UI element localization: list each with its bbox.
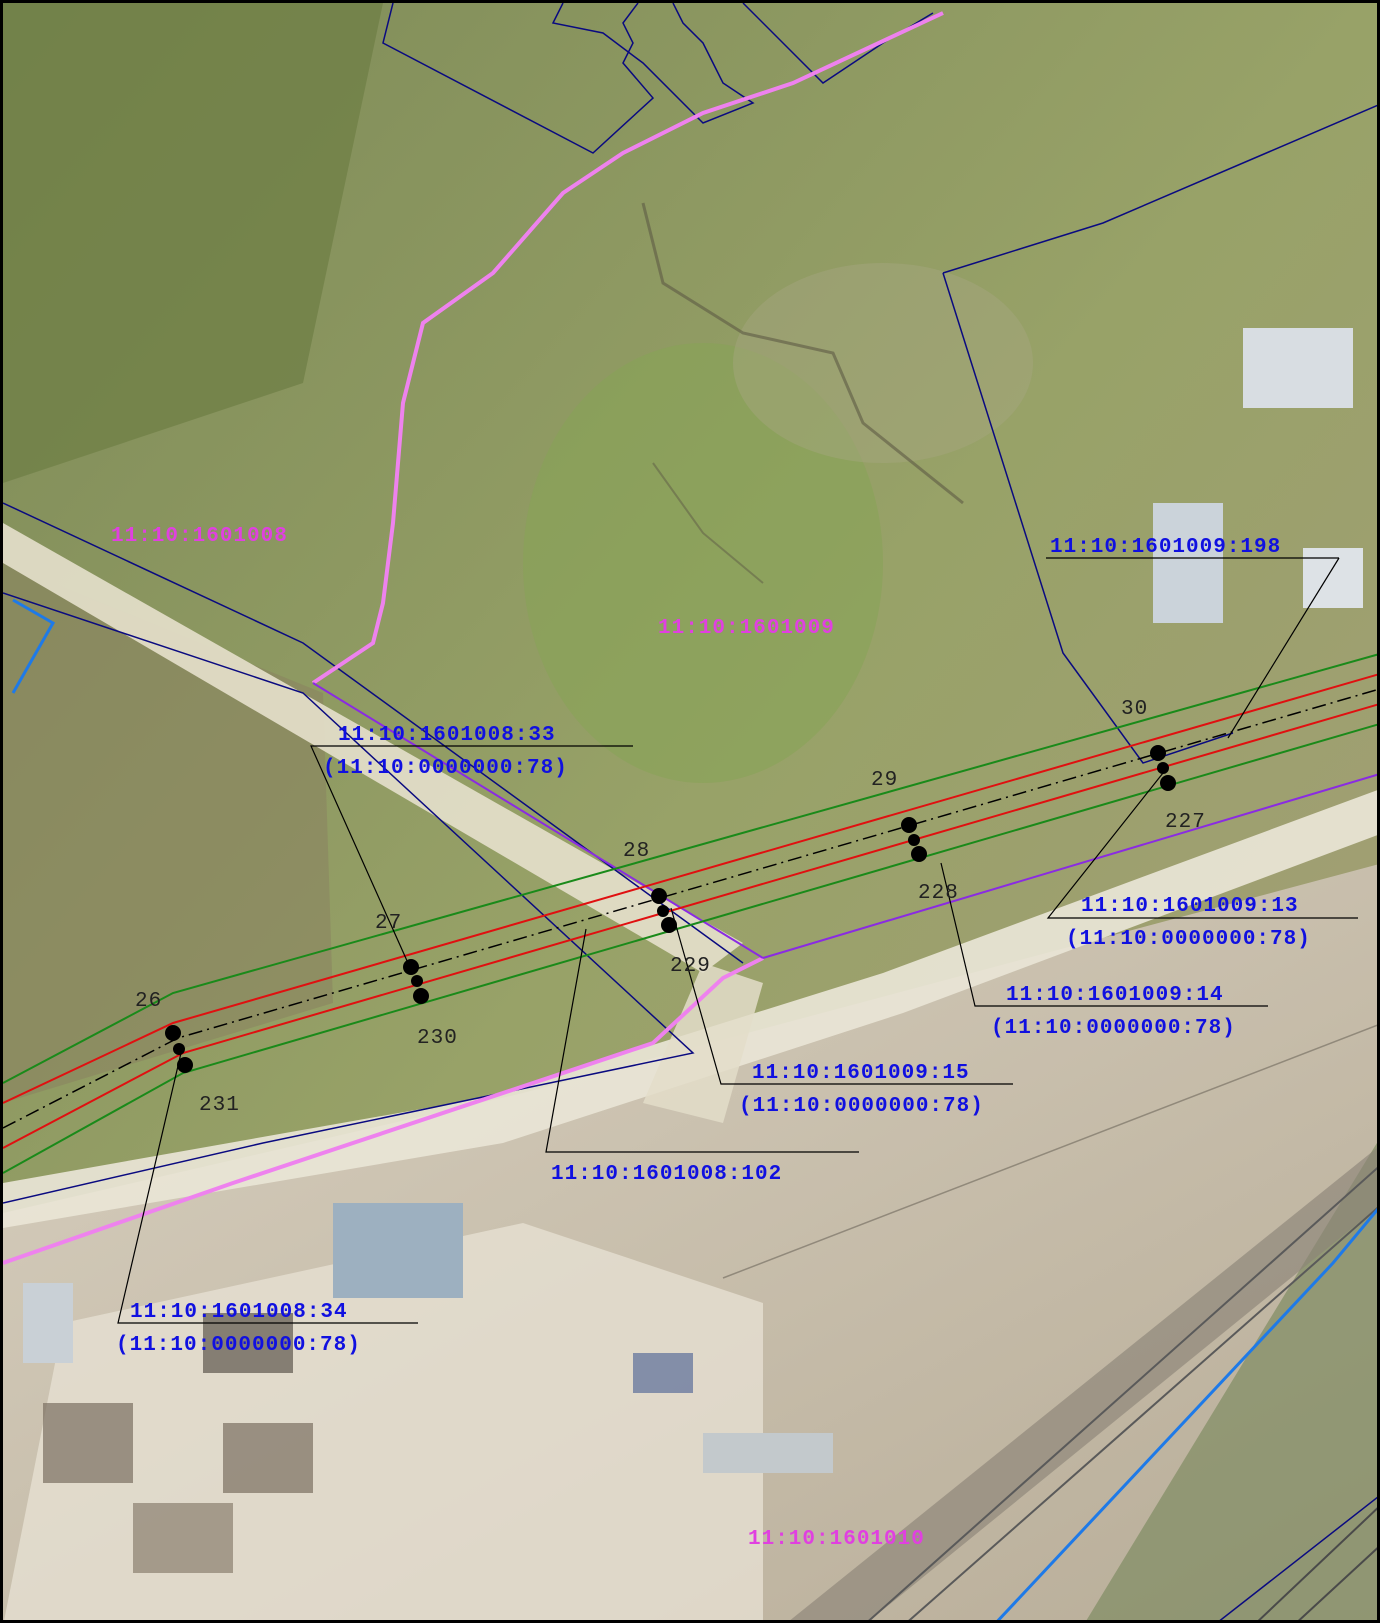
survey-point bbox=[657, 905, 669, 917]
point-label: 229 bbox=[670, 955, 711, 978]
point-labels: 26 27 28 29 30 227 228 229 230 231 bbox=[135, 698, 1206, 1117]
point-label: 26 bbox=[135, 990, 162, 1013]
parcel-labels: 11:10:1601008:33 (11:10:0000000:78) 11:1… bbox=[116, 536, 1311, 1357]
aerial-background bbox=[3, 3, 1377, 1620]
block-label: 11:10:1601009 bbox=[658, 617, 835, 640]
survey-point bbox=[1150, 745, 1166, 761]
survey-point bbox=[911, 846, 927, 862]
block-labels: 11:10:1601008 11:10:1601009 11:10:160101… bbox=[111, 525, 925, 1551]
parcel-label-main: 11:10:1601009:15 bbox=[752, 1062, 970, 1085]
survey-point bbox=[177, 1057, 193, 1073]
parcel-label-main: 11:10:1601009:13 bbox=[1081, 895, 1299, 918]
parcel-label-sub: (11:10:0000000:78) bbox=[323, 757, 568, 780]
survey-point bbox=[413, 988, 429, 1004]
block-boundaries bbox=[3, 11, 1377, 1265]
survey-point bbox=[165, 1025, 181, 1041]
survey-point bbox=[1160, 775, 1176, 791]
point-label: 230 bbox=[417, 1027, 458, 1050]
point-label: 28 bbox=[623, 840, 650, 863]
point-label: 227 bbox=[1165, 811, 1206, 834]
block-label: 11:10:1601010 bbox=[748, 1528, 925, 1551]
survey-point bbox=[661, 917, 677, 933]
blue-boundaries bbox=[11, 598, 1377, 1620]
parcel-label-main: 11:10:1601008:33 bbox=[338, 724, 556, 747]
cadastral-map: 11:10:1601008 11:10:1601009 11:10:160101… bbox=[3, 3, 1377, 1620]
survey-point bbox=[901, 817, 917, 833]
point-label: 231 bbox=[199, 1094, 240, 1117]
survey-point bbox=[908, 834, 920, 846]
survey-point bbox=[173, 1043, 185, 1055]
leader-lines bbox=[117, 557, 1358, 1324]
parcel-label-sub: (11:10:0000000:78) bbox=[991, 1017, 1236, 1040]
point-label: 30 bbox=[1121, 698, 1148, 721]
parcel-label-main: 11:10:1601009:198 bbox=[1050, 536, 1281, 559]
parcel-label-main: 11:10:1601008:102 bbox=[551, 1163, 782, 1186]
parcel-label-sub: (11:10:0000000:78) bbox=[116, 1334, 361, 1357]
parcel-label-main: 11:10:1601009:14 bbox=[1006, 984, 1224, 1007]
survey-points bbox=[165, 745, 1176, 1073]
block-label: 11:10:1601008 bbox=[111, 525, 288, 548]
parcel-label-main: 11:10:1601008:34 bbox=[130, 1301, 348, 1324]
survey-point bbox=[651, 888, 667, 904]
survey-point bbox=[403, 959, 419, 975]
point-label: 29 bbox=[871, 769, 898, 792]
parcel-label-sub: (11:10:0000000:78) bbox=[1066, 928, 1311, 951]
survey-point bbox=[411, 975, 423, 987]
point-label: 27 bbox=[375, 912, 402, 935]
point-label: 228 bbox=[918, 882, 959, 905]
survey-point bbox=[1157, 762, 1169, 774]
parcel-label-sub: (11:10:0000000:78) bbox=[739, 1095, 984, 1118]
